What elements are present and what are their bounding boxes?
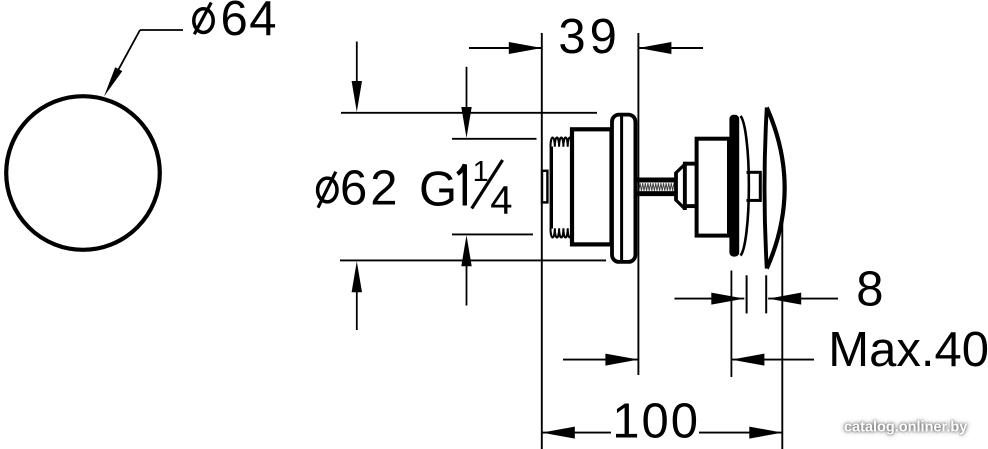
svg-text:4: 4 (490, 179, 512, 223)
svg-text:Max.40: Max.40 (828, 323, 988, 377)
svg-text:62: 62 (340, 162, 401, 216)
svg-text:G: G (419, 163, 457, 217)
svg-text:39: 39 (558, 10, 621, 64)
svg-text:100: 100 (612, 395, 700, 449)
svg-text:64: 64 (221, 0, 279, 46)
svg-text:catalog.onliner.by: catalog.onliner.by (844, 420, 967, 436)
svg-text:1: 1 (473, 156, 489, 188)
svg-text:8: 8 (856, 263, 883, 317)
svg-text:catalog.onliner.by: catalog.onliner.by (844, 420, 967, 436)
svg-text:catalog.onliner.by: catalog.onliner.by (844, 420, 967, 436)
